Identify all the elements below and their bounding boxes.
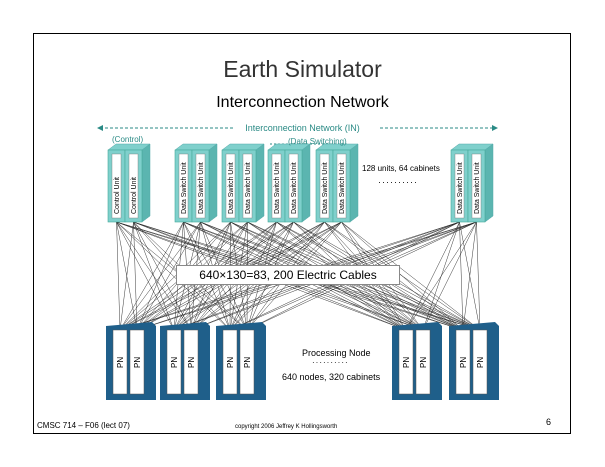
- pn-label: PN: [243, 357, 252, 368]
- node-cabinets: PN PN PN PN PN PN PN PN PN PN: [106, 322, 499, 400]
- data-switch-cabinet: Data Switch Unit Data Switch Unit: [221, 143, 265, 223]
- node-count-label: 640 nodes, 320 cabinets: [282, 372, 381, 382]
- processing-node-ellipsis: ··········: [312, 358, 349, 367]
- pn-label: PN: [459, 357, 468, 368]
- switch-cabinets: Control Unit Control Unit Data Switch Unit…: [107, 143, 494, 223]
- cabinet-unit-label: Data Switch Unit: [245, 162, 252, 214]
- course-footer: CMSC 714 – F06 (lect 07): [37, 421, 130, 430]
- pn-label: PN: [476, 357, 485, 368]
- page-number: 6: [546, 417, 552, 427]
- cabinet-unit-label: Data Switch Unit: [198, 162, 205, 214]
- pn-cabinet: PN PN: [160, 322, 210, 400]
- data-switch-cabinet: Data Switch Unit Data Switch Unit: [450, 143, 494, 223]
- network-arrow: [97, 125, 498, 131]
- copyright-footer: copyright 2006 Jeffrey K Hollingsworth: [235, 424, 338, 430]
- data-switching-label: (Data Switching): [288, 137, 347, 146]
- slide-frame: [33, 33, 571, 434]
- cabinet-unit-label: Data Switch Unit: [457, 162, 464, 214]
- pn-label: PN: [133, 357, 142, 368]
- network-label: Interconnection Network (IN): [245, 123, 360, 133]
- cables-label: 640×130=83, 200 Electric Cables: [176, 265, 400, 285]
- data-switch-cabinet: Data Switch Unit Data Switch Unit: [315, 143, 359, 223]
- cabinet-unit-label: Data Switch Unit: [274, 162, 281, 214]
- cabinet-count-label: 128 units, 64 cabinets: [362, 164, 440, 173]
- pn-cabinet: PN PN: [449, 322, 499, 400]
- cabinet-unit-label: Data Switch Unit: [339, 162, 346, 214]
- pn-label: PN: [402, 357, 411, 368]
- cabinet-unit-label: Data Switch Unit: [474, 162, 481, 214]
- control-label: (Control): [112, 135, 144, 144]
- cabinet-unit-label: Data Switch Unit: [291, 162, 298, 214]
- data-switch-cabinet: Data Switch Unit Data Switch Unit: [174, 143, 218, 223]
- pn-cabinet: PN PN: [216, 322, 266, 400]
- pn-cabinet: PN PN: [106, 322, 156, 400]
- pn-label: PN: [419, 357, 428, 368]
- pn-cabinet: PN PN: [392, 322, 442, 400]
- pn-label: PN: [170, 357, 179, 368]
- cabinet-unit-label: Data Switch Unit: [322, 162, 329, 214]
- cabinet-unit-label: Control Unit: [131, 177, 138, 214]
- pn-label: PN: [116, 357, 125, 368]
- cabinet-ellipsis: ··········: [378, 177, 418, 187]
- processing-node-label: Processing Node: [302, 348, 371, 358]
- pn-label: PN: [187, 357, 196, 368]
- slide-subtitle: Interconnection Network: [216, 94, 389, 111]
- slide-title: Earth Simulator: [223, 56, 382, 82]
- cabinet-unit-label: Data Switch Unit: [181, 162, 188, 214]
- cabinet-unit-label: Data Switch Unit: [228, 162, 235, 214]
- pn-label: PN: [226, 357, 235, 368]
- cabinet-unit-label: Control Unit: [114, 177, 121, 214]
- data-switch-cabinet: Data Switch Unit Data Switch Unit: [267, 143, 311, 223]
- control-unit-cabinet: Control Unit Control Unit: [107, 143, 151, 223]
